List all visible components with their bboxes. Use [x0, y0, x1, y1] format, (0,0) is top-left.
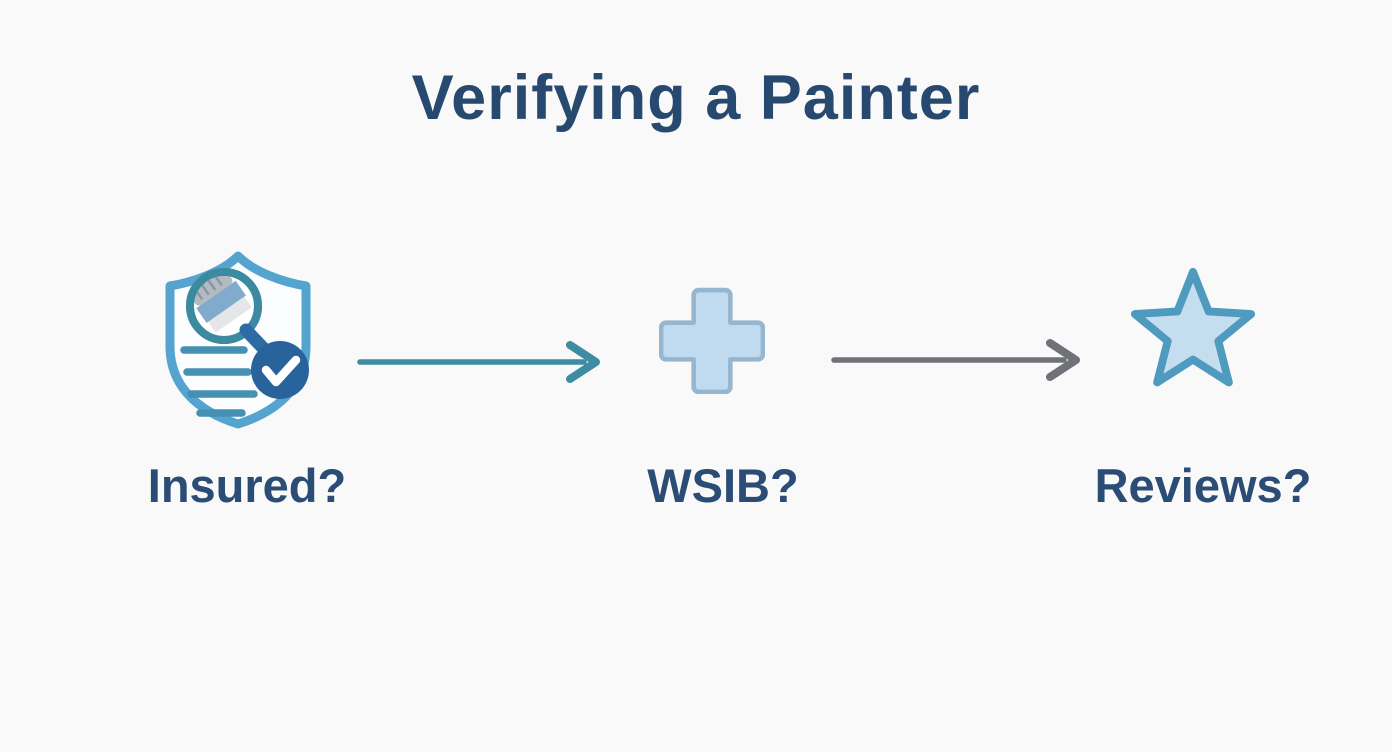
arrow-right-gray-icon: [831, 339, 1080, 381]
step-label-wsib: WSIB?: [647, 459, 799, 512]
diagram-title: Verifying a Painter: [411, 63, 981, 133]
step-label-reviews: Reviews?: [1094, 459, 1312, 512]
checkmark-icon: [261, 355, 301, 387]
document-lines-icon: [180, 346, 258, 417]
magnifier-handle-icon: [239, 323, 271, 356]
shield-paintbrush-check-icon: [165, 251, 311, 429]
check-badge-icon: [251, 341, 309, 399]
medical-cross-icon: [659, 287, 765, 394]
star-icon: [1130, 267, 1256, 387]
arrow-right-teal-icon: [357, 341, 600, 383]
step-label-insured: Insured?: [147, 459, 347, 512]
